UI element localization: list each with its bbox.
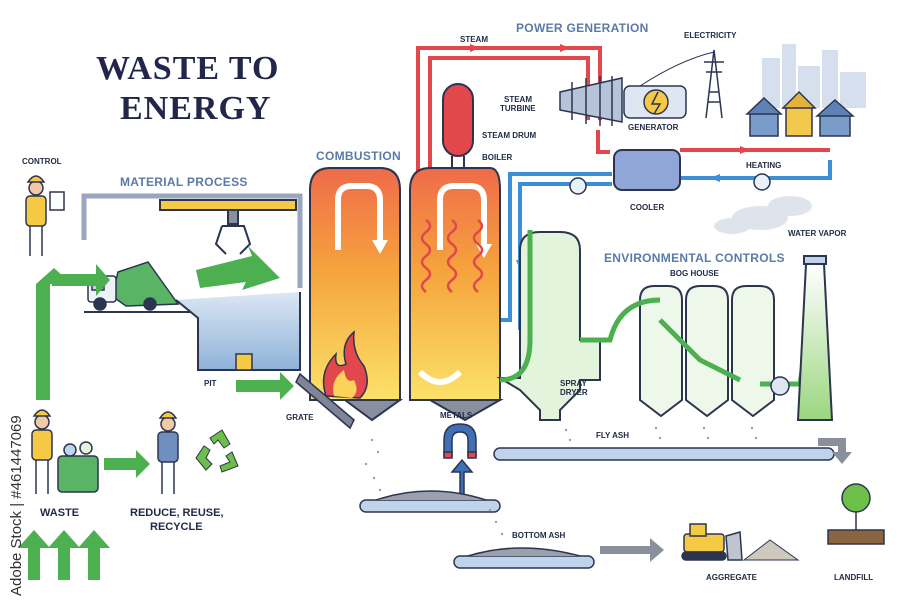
fire-icon <box>322 330 368 399</box>
cooler-unit <box>613 149 681 191</box>
bog-house <box>639 285 775 418</box>
label-spray-dryer-2: DRYER <box>560 388 588 397</box>
smoke-stack <box>796 255 834 421</box>
tree-icon <box>827 483 885 545</box>
steam-turbine <box>559 76 623 126</box>
steam-drum <box>442 83 474 157</box>
section-environmental-controls: ENVIRONMENTAL CONTROLS <box>604 251 785 265</box>
conveyor-belts <box>359 447 835 569</box>
label-landfill: LANDFILL <box>834 573 874 582</box>
process-arrows <box>18 246 294 580</box>
belt-arrows <box>600 438 852 562</box>
label-recycle: RECYCLE <box>150 521 203 533</box>
worker-control-icon <box>25 175 65 256</box>
boiler-coils <box>420 219 484 293</box>
water-vapor-cloud <box>714 196 812 234</box>
bulldozer-icon <box>681 523 743 561</box>
pump-icons <box>569 173 771 195</box>
houses <box>745 90 855 137</box>
electricity-tower-icon <box>639 49 724 119</box>
section-combustion: COMBUSTION <box>316 149 401 163</box>
label-steam-drum: STEAM DRUM <box>482 131 537 140</box>
label-boiler: BOILER <box>482 153 513 162</box>
magnet-icon <box>443 423 477 495</box>
waste-pit <box>175 292 301 371</box>
fan-icon <box>770 376 790 396</box>
label-steam-turbine-2: TURBINE <box>500 104 536 113</box>
label-aggregate: AGGREGATE <box>706 573 757 582</box>
label-electricity: ELECTRICITY <box>684 31 737 40</box>
label-metals: METALS <box>440 411 473 420</box>
section-power-generation: POWER GENERATION <box>516 21 649 35</box>
city-skyline <box>762 44 866 108</box>
label-reduce-reuse: REDUCE, REUSE, <box>130 507 224 519</box>
label-heating: HEATING <box>746 161 782 170</box>
recycle-icon <box>195 429 239 473</box>
label-pit: PIT <box>204 379 217 388</box>
label-spray-dryer-1: SPRAY <box>560 379 587 388</box>
label-control: CONTROL <box>22 157 62 166</box>
label-water-vapor: WATER VAPOR <box>788 229 847 238</box>
aggregate-pile <box>742 539 800 561</box>
label-generator: GENERATOR <box>628 123 679 132</box>
title-line-2: ENERGY <box>120 90 272 127</box>
stock-watermark: Adobe Stock | #461447069 <box>8 415 25 596</box>
generator <box>623 85 687 119</box>
crane <box>81 193 303 288</box>
title-line-1: WASTE TO <box>96 50 280 87</box>
label-waste: WASTE <box>40 507 80 519</box>
worker-recycle-icon <box>157 411 179 494</box>
label-grate: GRATE <box>286 413 314 422</box>
section-material-process: MATERIAL PROCESS <box>120 175 248 189</box>
label-steam: STEAM <box>460 35 488 44</box>
label-steam-turbine-1: STEAM <box>504 95 532 104</box>
label-fly-ash: FLY ASH <box>596 431 630 440</box>
label-bottom-ash: BOTTOM ASH <box>512 531 566 540</box>
grate <box>295 372 355 430</box>
worker-waste-icon <box>31 409 99 494</box>
label-bog-house: BOG HOUSE <box>670 269 719 278</box>
label-cooler: COOLER <box>630 203 665 212</box>
spray-dryer <box>496 231 601 421</box>
ash-particles <box>364 426 758 536</box>
